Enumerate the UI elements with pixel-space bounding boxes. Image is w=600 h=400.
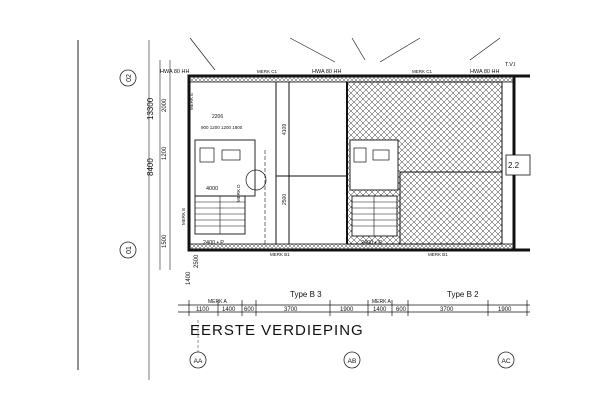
label-merk-a-2: MERK A [372, 299, 392, 305]
label-merk-c1-a: MERK C1 [257, 69, 278, 74]
roof-line-3 [379, 37, 421, 63]
grid-label-01: 01 [126, 246, 133, 254]
dim-d3: 1500 [162, 234, 168, 248]
bottom-wall-band [188, 243, 515, 251]
grid-marker-02 [119, 69, 137, 87]
label-merk-b1-2: MERK B1 [428, 252, 448, 257]
bottom-dim-3: 600 [244, 307, 255, 313]
sink-left [221, 149, 241, 161]
label-hwa-1: HWA 80 HH [160, 69, 189, 75]
roof-line-2 [289, 37, 336, 63]
room-label-2400-right: 2400 • P [361, 240, 382, 246]
label-type-b2: Type B 2 [447, 290, 479, 299]
dim-2500: 2500 [282, 194, 288, 205]
label-merk-b1-1: MERK B1 [270, 252, 290, 257]
stairs-right [351, 195, 398, 237]
bottom-dim-6: 1400 [373, 307, 387, 313]
grid-marker-01 [119, 241, 137, 259]
bottom-dim-5: 1900 [340, 307, 354, 313]
bottom-dim-7: 600 [396, 307, 407, 313]
roof-line-5 [469, 37, 501, 61]
label-tv: T.V.I [505, 62, 516, 68]
label-type-b3: Type B 3 [290, 290, 322, 299]
grid-marker-ab [343, 351, 361, 369]
dim-d4: 2500 [194, 254, 200, 268]
label-hwa-2: HWA 80 HH [312, 69, 341, 75]
grid-label-ab: AB [348, 358, 357, 365]
grid-marker-aa [189, 351, 207, 369]
grid-marker-ac [497, 351, 515, 369]
label-hwa-3: HWA 80 HH [470, 69, 499, 75]
bottom-dim-8: 3700 [440, 307, 454, 313]
bottom-dim-4: 3700 [284, 307, 298, 313]
dim-mid: 8400 [146, 158, 155, 176]
bathroom-left [194, 139, 256, 197]
dim-d1: 2000 [162, 98, 168, 112]
label-merk-c1-b: MERK C1 [412, 69, 433, 74]
room-dim-a: 2206 [212, 114, 223, 120]
top-wall-band [188, 75, 515, 83]
roof-line-1 [189, 37, 216, 71]
roof-line-4 [351, 37, 366, 61]
label-merk-e-2: MERK E [181, 208, 186, 225]
dim-4109: 4109 [282, 124, 288, 135]
room-label-2400-left: 2400 • P [203, 240, 224, 246]
dim-d2: 1200 [162, 146, 168, 160]
bottom-dim-2: 1400 [222, 307, 236, 313]
bathroom-right [349, 139, 399, 191]
door-swing-left [245, 169, 267, 191]
dim-ticks-bottom [188, 300, 528, 316]
drawing-title: EERSTE VERDIEPING [190, 322, 364, 339]
label-merk-d: MERK D [236, 184, 241, 202]
toilet-left [199, 147, 215, 163]
label-rc: 2.2 [508, 161, 520, 170]
grid-label-aa: AA [194, 358, 203, 365]
label-merk-a-1: MERK A [208, 299, 228, 305]
stair-treads-left [195, 196, 245, 234]
bottom-dim-9: 1900 [498, 307, 512, 313]
sink-right [372, 149, 390, 161]
grid-label-ac: AC [501, 358, 510, 365]
room-label-4000: 4000 [206, 186, 218, 192]
room-dim-b: 900 1200 1200 1800 [201, 125, 243, 130]
room-stub-right [505, 154, 531, 176]
bottom-dim-1: 1100 [196, 307, 210, 313]
dim-total: 13300 [146, 97, 155, 120]
grid-label-02: 02 [126, 74, 133, 82]
stair-treads-right [352, 196, 397, 236]
label-merk-e-1: MERK E [189, 93, 194, 110]
toilet-right [353, 147, 367, 163]
dim-d5: 1400 [186, 271, 192, 285]
